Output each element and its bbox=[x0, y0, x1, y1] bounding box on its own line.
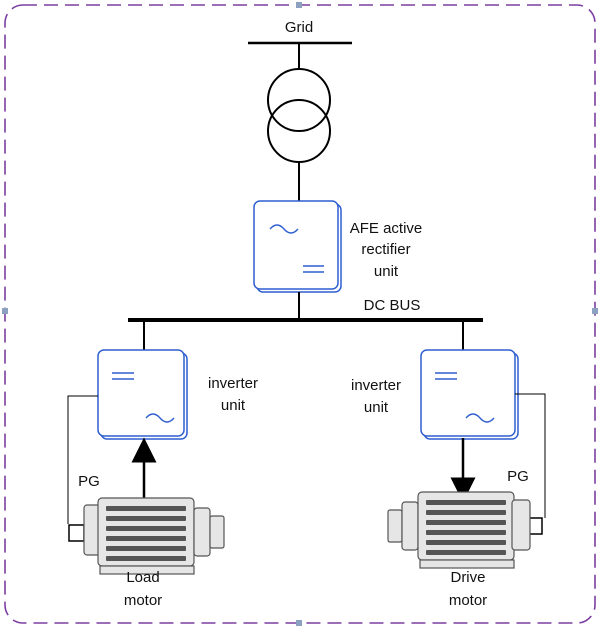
dc-bus-label: DC BUS bbox=[364, 297, 421, 314]
pg-left-label: PG bbox=[78, 473, 100, 490]
frame-handle bbox=[2, 308, 8, 314]
inverter-right-label-line2: unit bbox=[364, 399, 389, 416]
inverter-right-label-line1: inverter bbox=[351, 377, 401, 394]
drive-motor-label-line2: motor bbox=[449, 592, 487, 609]
drive-motor-label-line1: Drive bbox=[450, 569, 485, 586]
pg-feedback-right bbox=[515, 393, 546, 518]
frame-handle bbox=[296, 620, 302, 626]
ac-icon bbox=[145, 413, 175, 423]
afe-label-line2: rectifier bbox=[361, 241, 410, 258]
transformer-icon bbox=[267, 68, 331, 163]
afe-rectifier-unit bbox=[253, 200, 342, 293]
load-motor-label-line1: Load bbox=[126, 569, 159, 586]
afe-label-line3: unit bbox=[374, 263, 399, 280]
grid-label: Grid bbox=[285, 19, 313, 36]
load-motor-label-line2: motor bbox=[124, 592, 162, 609]
inverter-unit-left bbox=[97, 349, 188, 440]
pg-feedback-left bbox=[67, 395, 98, 524]
afe-label-line1: AFE active bbox=[350, 220, 423, 237]
frame-handle bbox=[592, 308, 598, 314]
inverter-unit-right bbox=[420, 349, 519, 440]
inverter-left-label-line1: inverter bbox=[208, 375, 258, 392]
dc-icon bbox=[435, 372, 457, 380]
dc-icon bbox=[303, 265, 324, 273]
pg-encoder-left bbox=[68, 524, 85, 542]
frame-handle bbox=[296, 2, 302, 8]
drive-motor-icon bbox=[387, 491, 531, 569]
inverter-left-label-line2: unit bbox=[221, 397, 246, 414]
pg-right-label: PG bbox=[507, 468, 529, 485]
ac-icon bbox=[465, 413, 495, 423]
ac-icon bbox=[269, 224, 299, 234]
load-motor-icon bbox=[83, 497, 225, 575]
dc-icon bbox=[112, 372, 134, 380]
